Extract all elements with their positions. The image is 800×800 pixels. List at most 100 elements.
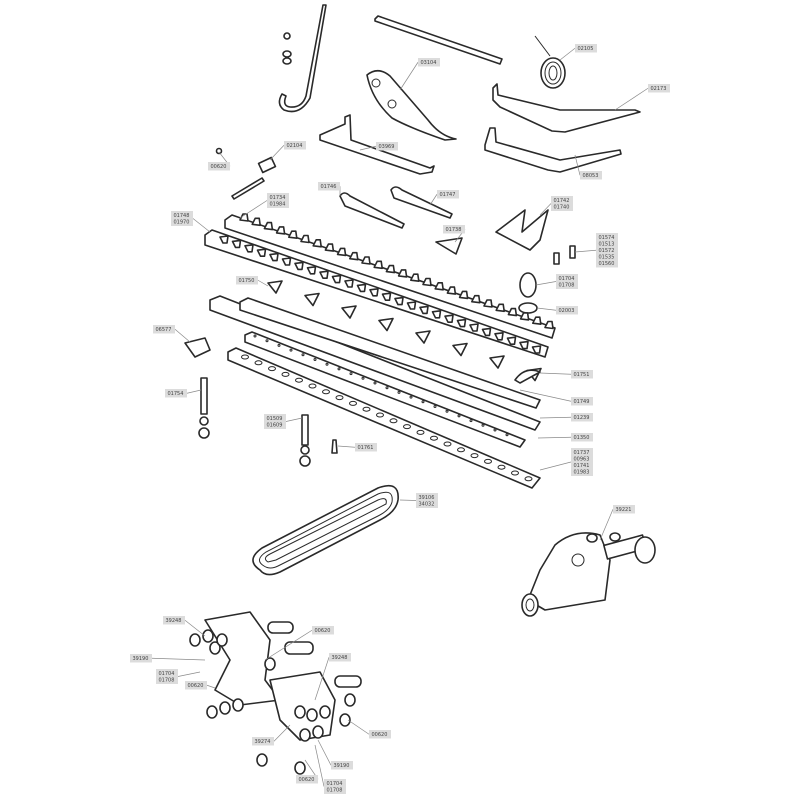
knife-tooth	[456, 318, 467, 328]
part-number: 02003	[559, 308, 575, 314]
bar-hole	[335, 395, 344, 401]
screw	[553, 252, 560, 265]
bar-hole	[433, 405, 437, 408]
leader-line	[314, 657, 330, 701]
bar-hole	[457, 414, 461, 418]
leader-line	[174, 328, 191, 343]
bearing-ring	[264, 657, 276, 671]
part-number: 01746	[321, 184, 337, 190]
callout-box	[376, 142, 398, 151]
part-callout: 39221	[599, 505, 635, 541]
callout-box	[318, 182, 340, 191]
guard	[415, 330, 431, 344]
bearing-ring	[312, 725, 324, 739]
spring-sleeve	[257, 156, 277, 174]
bar-hole	[301, 353, 305, 357]
knife-tooth	[344, 279, 354, 288]
bar-hole	[505, 433, 509, 437]
bar-hole	[481, 423, 485, 427]
callout-box	[264, 414, 286, 429]
callout-box	[267, 193, 289, 208]
callout-box	[252, 737, 274, 746]
bearing-ring	[306, 708, 318, 722]
bar-hole	[362, 406, 371, 412]
callout-box	[575, 44, 597, 53]
part-callout: 06577	[153, 325, 191, 343]
knife-tooth	[519, 340, 529, 350]
knife-tooth	[256, 248, 267, 257]
knife-tooth	[244, 244, 254, 253]
callout-box	[418, 58, 440, 67]
knife-tooth	[531, 345, 542, 354]
part-callout: 00620	[208, 151, 231, 171]
callout-box	[156, 669, 178, 684]
knife-tooth	[431, 310, 442, 319]
knife-tooth	[544, 320, 554, 330]
bolt-long	[231, 177, 265, 200]
bearing-ring	[202, 629, 214, 643]
callout-box	[648, 84, 670, 93]
bar-hole	[445, 409, 449, 413]
gearbox	[521, 532, 656, 617]
bearing-ring	[294, 705, 306, 719]
knife-tooth	[471, 294, 481, 304]
bearing-ring	[216, 633, 228, 647]
part-number: 00620	[372, 732, 388, 738]
knife-tooth	[419, 305, 429, 315]
bar-hole	[524, 476, 533, 482]
part-number: 01984	[270, 202, 286, 208]
callout-box	[556, 306, 578, 315]
leader-line	[429, 194, 438, 206]
knife-tooth	[269, 252, 279, 262]
knife-arm-2	[390, 186, 453, 219]
bolt	[301, 414, 309, 446]
knife-tooth	[422, 277, 432, 287]
part-callout: 03969	[359, 142, 398, 151]
bar-hole	[457, 447, 465, 453]
leader-line	[192, 218, 211, 233]
knife-tooth	[494, 332, 504, 341]
knife-tooth	[481, 327, 492, 337]
knife-tooth	[519, 312, 530, 321]
part-number: 01970	[174, 220, 190, 226]
bar-hole	[349, 400, 357, 406]
leader-line	[285, 417, 303, 422]
part-number: 00620	[211, 164, 227, 170]
guard	[341, 305, 357, 319]
part-callout: 01751	[539, 370, 593, 379]
part-number: 00963	[574, 457, 590, 463]
part-callout: 01738	[443, 225, 466, 243]
leader-line	[314, 744, 325, 787]
bar-hole	[470, 453, 479, 459]
bushing	[519, 272, 537, 298]
bar-hole	[361, 376, 365, 380]
callout-box	[208, 162, 230, 171]
bearing-ring	[189, 633, 201, 647]
leader-line	[519, 389, 572, 402]
bearing-ring	[209, 641, 221, 655]
leader-line	[273, 724, 291, 742]
pin	[331, 439, 338, 454]
callout-box	[324, 779, 346, 794]
bar-hole	[325, 362, 329, 366]
part-number: 01750	[239, 278, 255, 284]
part-number: 01734	[270, 195, 286, 201]
leader-line	[614, 87, 649, 111]
bar-hole	[511, 470, 519, 476]
washer	[300, 445, 310, 455]
guard	[304, 292, 320, 307]
leader-line	[536, 307, 557, 311]
part-number: 00620	[188, 683, 204, 689]
bearing-ring	[232, 698, 244, 712]
knife-tooth	[446, 286, 457, 295]
callout-box	[236, 276, 258, 285]
knife-tooth	[263, 221, 274, 231]
part-number: 39274	[255, 739, 271, 745]
